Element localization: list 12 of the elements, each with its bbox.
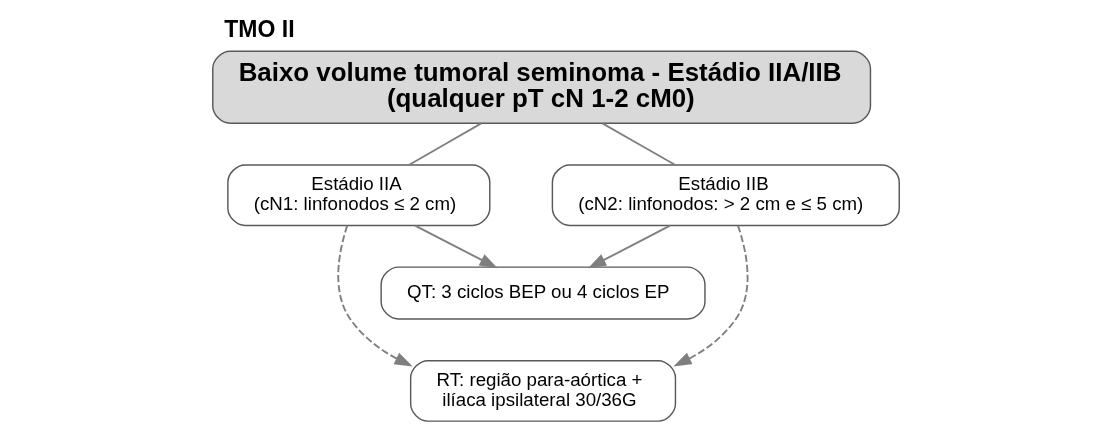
node-box: RT: região para-aórtica + ilíaca ipsilateral 30/36G xyxy=(409,359,677,422)
diagram-title: TMO II xyxy=(224,15,295,42)
node-box: QT: 3 ciclos BEP ou 4 ciclos EP xyxy=(380,266,706,320)
connector xyxy=(601,122,676,166)
connector xyxy=(408,122,483,166)
node-box: Baixo volume tumoral seminoma - Estádio IIA/IIB (qualquer pT cN 1-2 cM0) xyxy=(212,50,872,124)
arrow xyxy=(337,224,413,367)
node-box: Estádio IIB (cN2: linfonodos: > 2 cm e ≤ 5 cm) xyxy=(551,164,900,227)
arrow xyxy=(414,224,498,269)
node-box: Estádio IIA (cN1: linfonodos ≤ 2 cm) xyxy=(227,164,491,227)
arrow xyxy=(588,224,671,269)
arrow xyxy=(673,224,749,367)
